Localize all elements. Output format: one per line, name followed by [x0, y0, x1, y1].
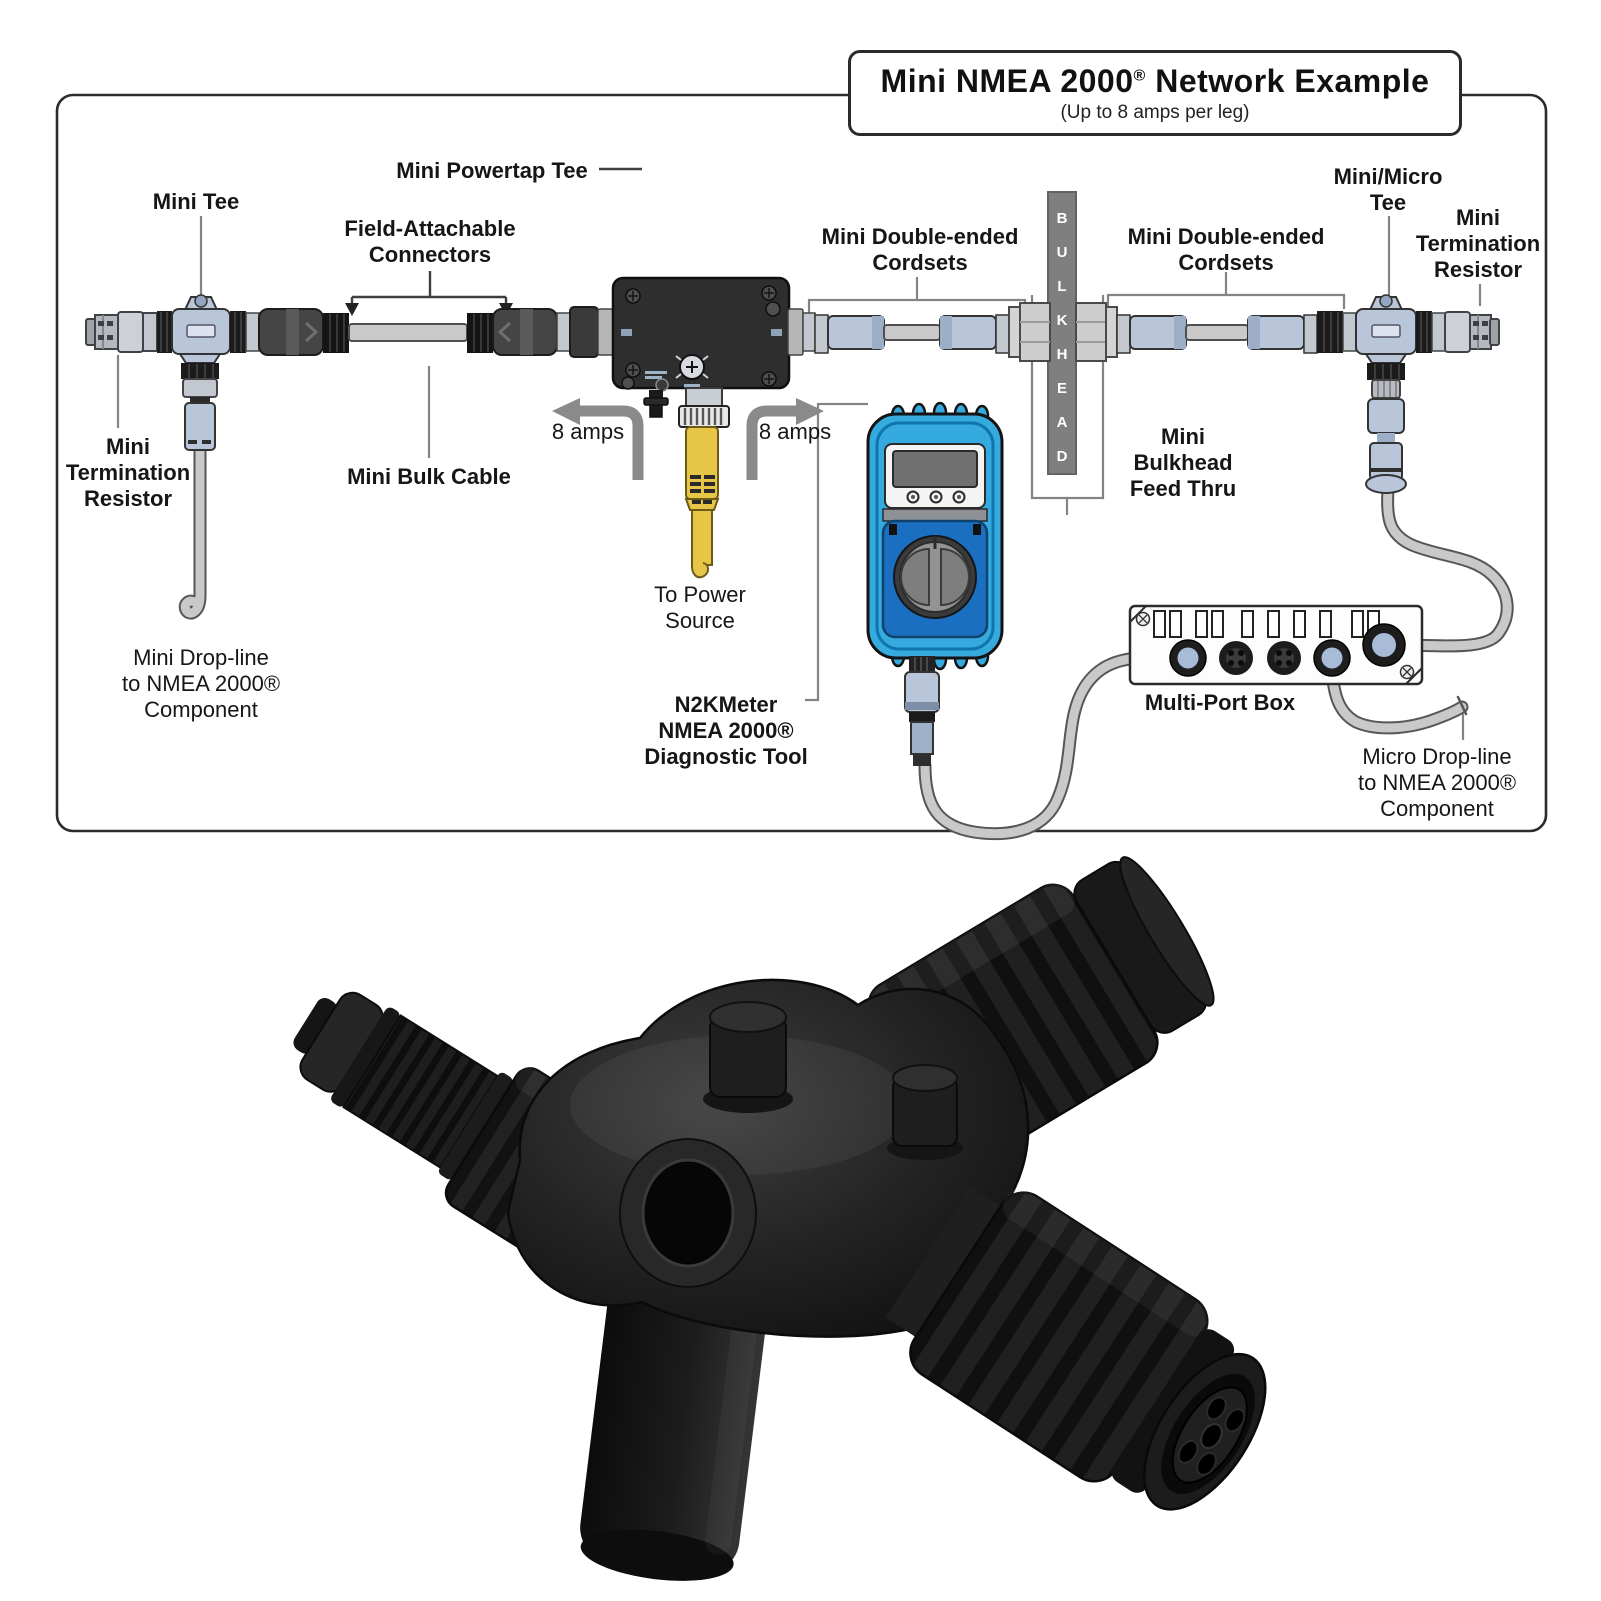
port-pins	[1267, 641, 1301, 675]
cordset-left-graphic	[814, 314, 1010, 354]
amps-arrow-right	[746, 398, 824, 480]
connector-socket-holes	[1177, 1396, 1246, 1476]
label-amps-left: 8 amps	[551, 419, 625, 444]
field-attachable-connectors-graphic	[258, 306, 614, 358]
network-diagram-art: BULKHEAD	[55, 93, 1548, 841]
label-mini-termination-resistor-right: Mini Termination Resistor	[1415, 205, 1541, 282]
mini-termination-resistor-left-graphic	[85, 311, 158, 353]
label-mini-drop-line: Mini Drop-line to NMEA 2000® Component	[121, 645, 281, 722]
down-arrow-icon	[345, 303, 359, 316]
label-field-attachable-connectors: Field-Attachable Connectors	[344, 216, 516, 267]
mini-tee-graphic	[157, 294, 260, 451]
label-to-power-source: To Power Source	[654, 582, 746, 633]
label-cordsets-right: Mini Double-ended Cordsets	[1127, 224, 1325, 275]
mini-micro-tee-graphic	[1317, 294, 1446, 494]
mini-powertap-tee-graphic	[611, 276, 816, 428]
product-hex-pin	[887, 1064, 963, 1160]
label-mini-termination-resistor-left: Mini Termination Resistor	[65, 434, 191, 511]
port-blue	[1313, 639, 1351, 677]
mini-bulk-cable-graphic	[348, 323, 468, 342]
multi-port-box-graphic	[1128, 604, 1424, 686]
leader-lines	[116, 216, 1482, 740]
product-photo-tee-connector	[293, 856, 1267, 1581]
diagram-subtitle: (Up to 8 amps per leg)	[1060, 102, 1250, 123]
label-amps-right: 8 amps	[758, 419, 832, 444]
product-hex-pin	[703, 1001, 793, 1113]
bulkhead-feed-thru-graphic	[1008, 302, 1118, 362]
n2kmeter-graphic	[866, 401, 1004, 766]
label-mini-bulk-cable: Mini Bulk Cable	[347, 464, 511, 489]
label-mini-powertap-tee: Mini Powertap Tee	[396, 158, 588, 183]
port-blue	[1169, 639, 1207, 677]
label-n2kmeter: N2KMeter NMEA 2000® Diagnostic Tool	[644, 692, 808, 769]
product-mounting-hole	[619, 1138, 757, 1288]
label-mini-micro-tee: Mini/Micro Tee	[1333, 164, 1443, 215]
diagram-title: Mini NMEA 2000® Network Example	[880, 63, 1430, 99]
amps-arrow-left	[552, 398, 644, 480]
label-mini-tee: Mini Tee	[152, 189, 240, 214]
mini-termination-resistor-right-graphic	[1444, 311, 1500, 353]
label-multi-port-box: Multi-Port Box	[1144, 690, 1296, 715]
bulkhead-vertical-label: BULKHEAD	[1054, 210, 1071, 482]
product-arm-bottom-right	[885, 1186, 1267, 1511]
label-cordsets-left: Mini Double-ended Cordsets	[821, 224, 1019, 275]
label-mini-bulkhead-feed-thru: Mini Bulkhead Feed Thru	[1129, 424, 1237, 501]
port-blue-large	[1362, 623, 1406, 667]
field-attachable-bracket	[350, 167, 642, 303]
power-cable-graphic	[684, 426, 720, 579]
bulkhead-bar: BULKHEAD	[1047, 191, 1077, 482]
label-micro-drop-line: Micro Drop-line to NMEA 2000® Component	[1357, 744, 1517, 821]
port-pins	[1219, 641, 1253, 675]
cordset-right-graphic	[1116, 314, 1318, 354]
cables	[178, 443, 1514, 841]
diagram-title-box: Mini NMEA 2000® Network Example (Up to 8…	[848, 50, 1462, 136]
